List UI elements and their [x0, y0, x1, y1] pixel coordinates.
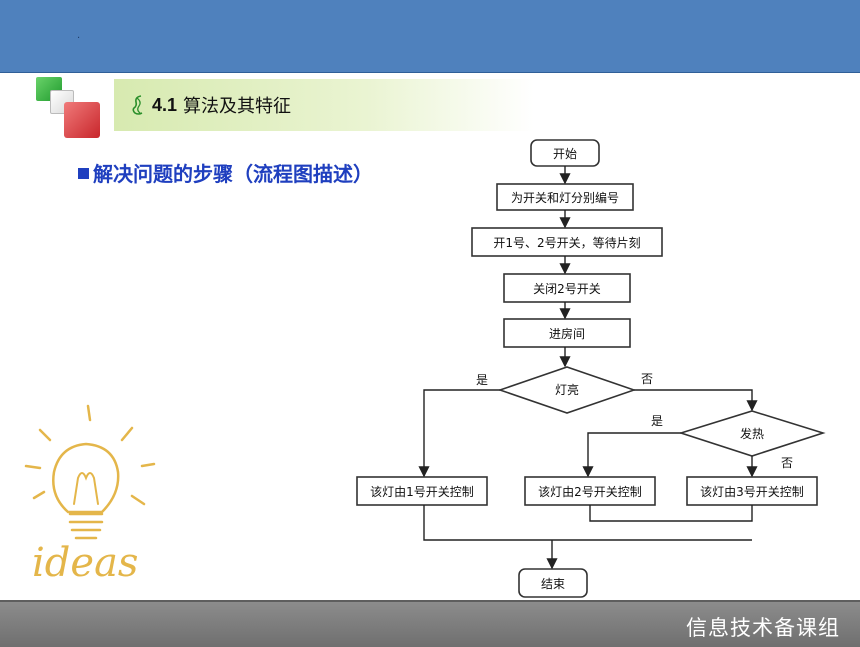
ideas-lightbulb-illustration: ideas	[24, 404, 156, 586]
ray-line	[32, 490, 46, 500]
footer-text: 信息技术备课组	[686, 616, 840, 640]
step-enter-room	[503, 318, 631, 348]
step3-label: 关闭2号开关	[533, 282, 601, 296]
section-title: 算法及其特征	[183, 96, 292, 117]
ideas-word: ideas	[32, 540, 138, 586]
flowchart: 开始 为开关和灯分别编号 开1号、2号开关，等待片刻 关闭2号开关 进房间 灯亮…	[356, 139, 826, 598]
section-number: 4.1	[152, 94, 178, 115]
decor-red-square	[64, 102, 100, 138]
result2-label: 该灯由2号开关控制	[538, 485, 642, 499]
bulb-outline	[52, 442, 120, 514]
bullet-heading: 解决问题的步骤（流程图描述）	[78, 158, 373, 187]
step2-label: 开1号、2号开关，等待片刻	[493, 236, 640, 250]
heading-text: 解决问题的步骤（流程图描述）	[93, 162, 373, 186]
section-banner: 4.1 算法及其特征	[114, 79, 534, 131]
result-switch-1	[356, 476, 488, 506]
yes-label-2: 是	[651, 414, 663, 428]
header-bar: .	[0, 0, 860, 73]
bulb-base	[68, 512, 104, 540]
decision2-label: 发热	[740, 426, 764, 441]
yes-label-1: 是	[476, 373, 488, 387]
ray-line	[24, 464, 42, 470]
result-switch-2	[524, 476, 656, 506]
end-label: 结束	[541, 577, 565, 591]
step1-label: 为开关和灯分别编号	[511, 190, 619, 205]
ray-line	[130, 494, 146, 506]
ray-line	[86, 404, 92, 422]
arrow-hot-yes	[582, 432, 681, 478]
no-label-1: 否	[641, 372, 653, 386]
arrow-light-no	[634, 389, 758, 412]
step-close-switch-2	[503, 273, 631, 303]
step4-label: 进房间	[549, 326, 585, 341]
square-bullet-icon	[78, 168, 89, 179]
ray-line	[140, 462, 156, 468]
decision1-label: 灯亮	[555, 382, 579, 397]
step-number-switches	[496, 183, 634, 211]
decision-light-on	[497, 366, 637, 414]
join-line-1	[423, 505, 752, 541]
step-open-switches	[471, 227, 663, 257]
no-label-2: 否	[781, 456, 793, 470]
ray-line	[120, 426, 134, 442]
result3-label: 该灯由3号开关控制	[700, 485, 804, 499]
footer-bar: 信息技术备课组	[0, 600, 860, 647]
section-hook-icon	[132, 95, 143, 115]
start-label: 开始	[553, 147, 577, 161]
bulb-filament	[73, 472, 99, 505]
arrow-light-yes	[418, 389, 500, 478]
result1-label: 该灯由1号开关控制	[370, 485, 474, 499]
header-dot: .	[77, 30, 81, 41]
ray-line	[38, 428, 52, 442]
join-line-2-3	[589, 505, 753, 522]
